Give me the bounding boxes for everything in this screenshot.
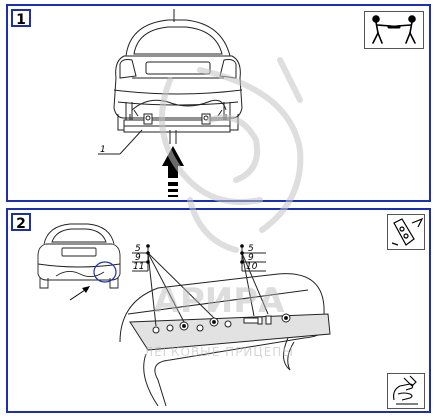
callout-label: 9 <box>248 253 254 263</box>
callout-label: 10 <box>246 262 258 272</box>
step-2-panel: 2 <box>6 208 431 413</box>
callout-label: 11 <box>133 262 144 272</box>
hand-wrench-icon <box>387 373 425 409</box>
callout-label: 9 <box>135 253 141 263</box>
tighten-bolt-icon <box>387 214 425 250</box>
towbar-bolting-drawing: 5 9 11 5 9 10 <box>37 223 331 407</box>
step-1-panel: 1 <box>6 4 431 202</box>
callout-label: 1 <box>100 145 106 155</box>
callout-label: 5 <box>135 244 141 254</box>
callout-label: 5 <box>248 244 254 254</box>
two-person-lift-icon <box>364 11 424 49</box>
step-number: 1 <box>11 9 31 28</box>
car-rear-towbar-drawing: 1 <box>98 9 243 197</box>
step-number: 2 <box>11 213 31 232</box>
watermark-subtitle: ЛЕГКОВЫЕ ПРИЦЕПЫ <box>144 345 294 359</box>
watermark-brand: АРИРА <box>154 281 286 321</box>
